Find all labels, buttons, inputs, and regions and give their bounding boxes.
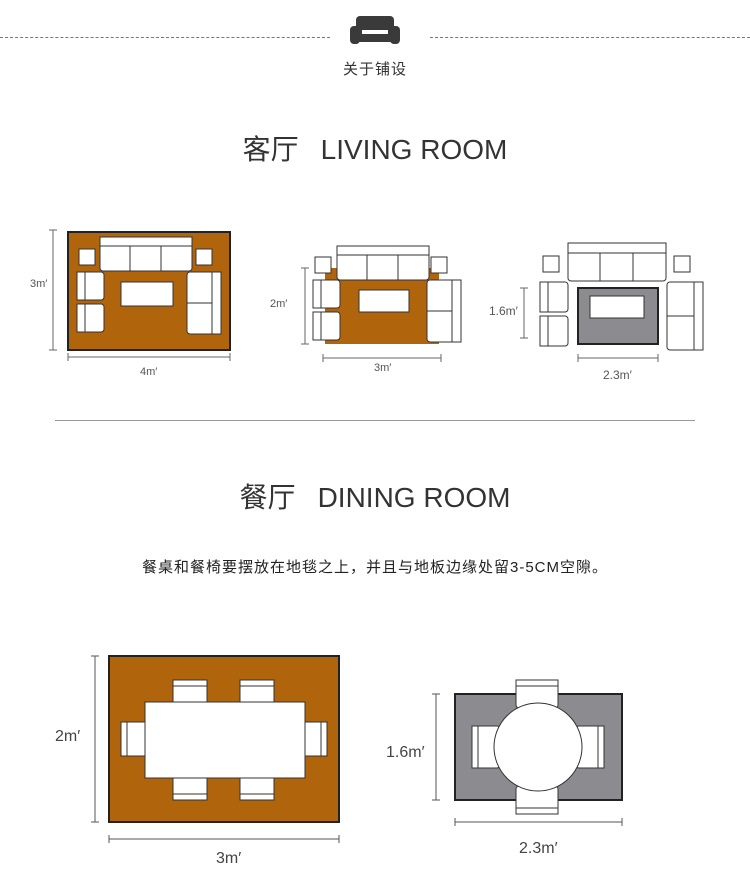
dining-title-en: DINING ROOM — [317, 482, 511, 513]
living-diagram-2 — [301, 245, 462, 362]
living-1-height: 3m′ — [30, 278, 48, 290]
dining-diagram-1 — [91, 655, 340, 843]
living-room-title: 客厅 LIVING ROOM — [0, 128, 750, 168]
living-diagram-1 — [49, 229, 231, 361]
living-2-height: 2m′ — [270, 298, 288, 310]
dining-table-rect — [144, 701, 306, 779]
living-2-width: 3m′ — [374, 362, 392, 374]
living-title-en: LIVING ROOM — [320, 134, 508, 165]
header-title: 关于铺设 — [342, 61, 407, 78]
sofa-icon — [350, 16, 400, 44]
dining-title-zh: 餐厅 — [239, 482, 296, 513]
dining-diagram-2 — [432, 679, 623, 826]
dining-2-height: 1.6m′ — [386, 744, 425, 761]
header-dash-left — [0, 37, 330, 38]
dining-2-width: 2.3m′ — [519, 840, 558, 857]
section-divider — [55, 420, 695, 421]
dining-table-round — [493, 702, 583, 792]
living-3-height: 1.6m′ — [489, 304, 518, 318]
living-diagram-3 — [520, 242, 704, 362]
header-dash-right — [430, 37, 750, 38]
living-1-width: 4m′ — [140, 366, 158, 378]
dining-1-width: 3m′ — [216, 850, 242, 867]
dining-1-height: 2m′ — [55, 728, 81, 745]
living-title-zh: 客厅 — [242, 134, 299, 165]
living-3-width: 2.3m′ — [603, 368, 632, 382]
dining-room-title: 餐厅 DINING ROOM — [0, 476, 750, 516]
dining-note: 餐桌和餐椅要摆放在地毯之上，并且与地板边缘处留3-5CM空隙。 — [141, 559, 608, 576]
